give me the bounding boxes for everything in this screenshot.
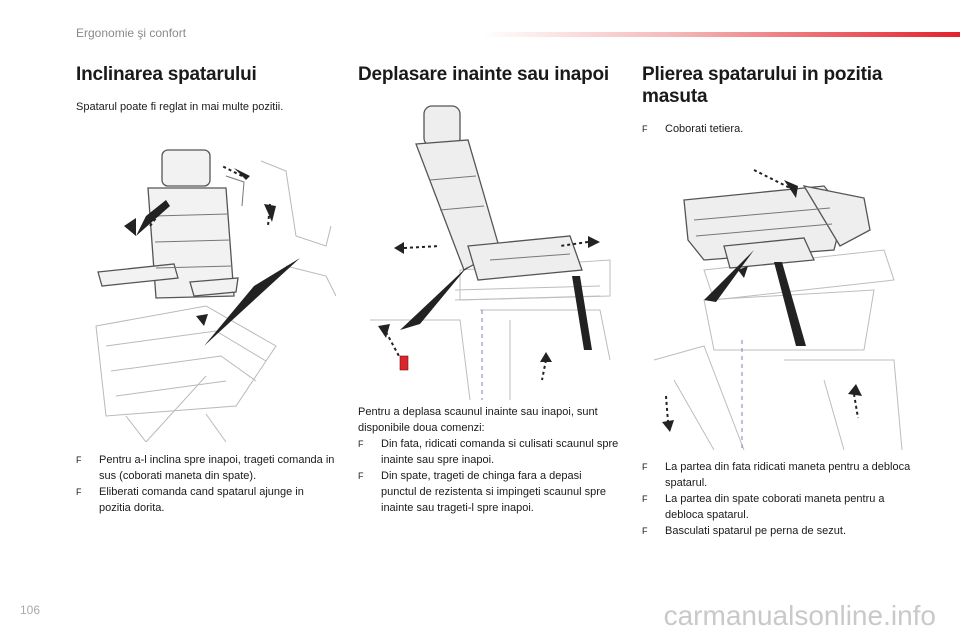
header-section-title: Ergonomie şi confort xyxy=(76,26,187,40)
bullet-marker: F xyxy=(76,455,82,465)
section-title: Deplasare inainte sau inapoi xyxy=(358,64,609,85)
header-accent-bar xyxy=(482,32,960,37)
bullet-marker: F xyxy=(642,494,648,504)
bullet-marker: F xyxy=(358,439,364,449)
section-intro: Spatarul poate fi reglat in mai multe po… xyxy=(76,101,284,113)
bullet-marker: F xyxy=(358,471,364,481)
watermark: carmanualsonline.info xyxy=(663,600,936,631)
section-title: Plierea spatarului in pozitia masuta xyxy=(642,64,883,107)
column-seatback-recline: Inclinarea spatarului Spatarul poate fi … xyxy=(76,64,338,115)
illustration-seat-recline xyxy=(95,149,336,442)
section-text: Pentru a deplasa scaunul inainte sau ina… xyxy=(358,404,620,516)
column-seat-slide: Deplasare inainte sau inapoi xyxy=(358,64,620,86)
bullet-marker: F xyxy=(642,462,648,472)
bullet-marker: F xyxy=(76,487,82,497)
page-number: 106 xyxy=(20,603,41,617)
bullet-marker: F xyxy=(642,526,648,536)
section-title: Inclinarea spatarului xyxy=(76,64,257,85)
section-intro: Pentru a deplasa scaunul inainte sau ina… xyxy=(358,406,598,434)
illustration-seat-slide xyxy=(370,105,611,400)
illustration-seat-fold xyxy=(653,169,903,450)
bullet-marker: F xyxy=(642,124,648,134)
